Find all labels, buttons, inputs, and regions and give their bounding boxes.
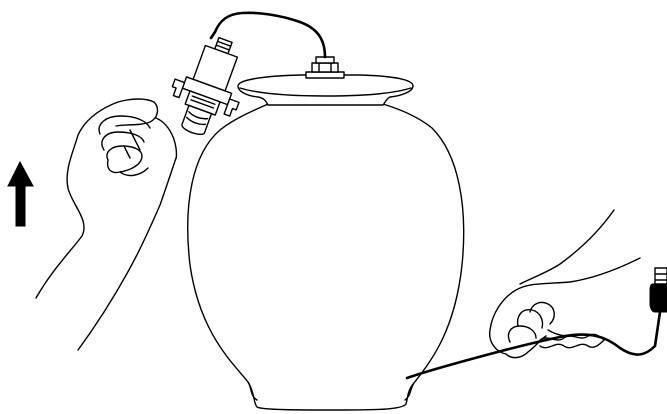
vase-cap (238, 57, 413, 105)
left-hand (36, 99, 176, 350)
lamp-cord-bottom (407, 312, 660, 378)
vase-body (188, 104, 464, 410)
up-arrow-icon (8, 162, 33, 226)
electrical-plug (650, 268, 667, 312)
right-hand (490, 210, 640, 358)
